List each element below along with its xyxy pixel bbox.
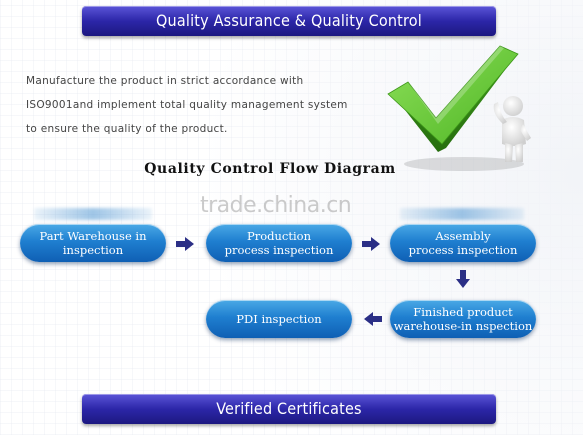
blurred-label-bar [34,208,152,220]
arrow-left-icon [364,312,382,326]
intro-line-3: to ensure the quality of the product. [26,123,228,135]
node-text: process inspection [224,243,334,257]
node-assembly-process-inspection: Assembly process inspection [390,224,536,262]
node-finished-product-inspection: Finished product warehouse-in nspection [390,300,536,338]
check-mark-highlight [408,46,504,124]
node-production-process-inspection: Production process inspection [206,224,352,262]
person-figure-icon [493,96,531,162]
diagram-title: Quality Control Flow Diagram [144,161,396,177]
node-part-warehouse-inspection: Part Warehouse in inspection [20,224,166,262]
check-mark-front [387,45,519,145]
node-text: inspection [62,243,124,257]
blurred-label-bar [400,208,524,220]
node-text: Production [247,229,311,243]
node-text: Part Warehouse in [39,229,147,243]
intro-paragraph: Manufacture the product in strict accord… [26,69,366,141]
intro-line-1: Manufacture the product in strict accord… [26,75,304,87]
node-text: PDI inspection [236,312,322,326]
arrow-right-icon [362,237,380,251]
watermark-text: trade.china.cn [200,193,352,218]
arrow-down-icon [456,270,470,288]
illustration-shadow [404,157,524,171]
section-header-certificates: Verified Certificates [82,394,496,424]
node-text: warehouse-in nspection [393,319,533,333]
node-pdi-inspection: PDI inspection [206,300,352,338]
section-header-certificates-text: Verified Certificates [216,399,362,418]
node-text: Assembly [435,229,491,243]
arrow-right-icon [176,237,194,251]
intro-line-2: ISO9001and implement total quality manag… [26,99,348,111]
section-header-quality-text: Quality Assurance & Quality Control [156,11,422,30]
node-text: process inspection [408,243,518,257]
checkmark-illustration [386,44,536,176]
section-header-quality: Quality Assurance & Quality Control [82,6,496,36]
node-text: Finished product [413,305,513,319]
